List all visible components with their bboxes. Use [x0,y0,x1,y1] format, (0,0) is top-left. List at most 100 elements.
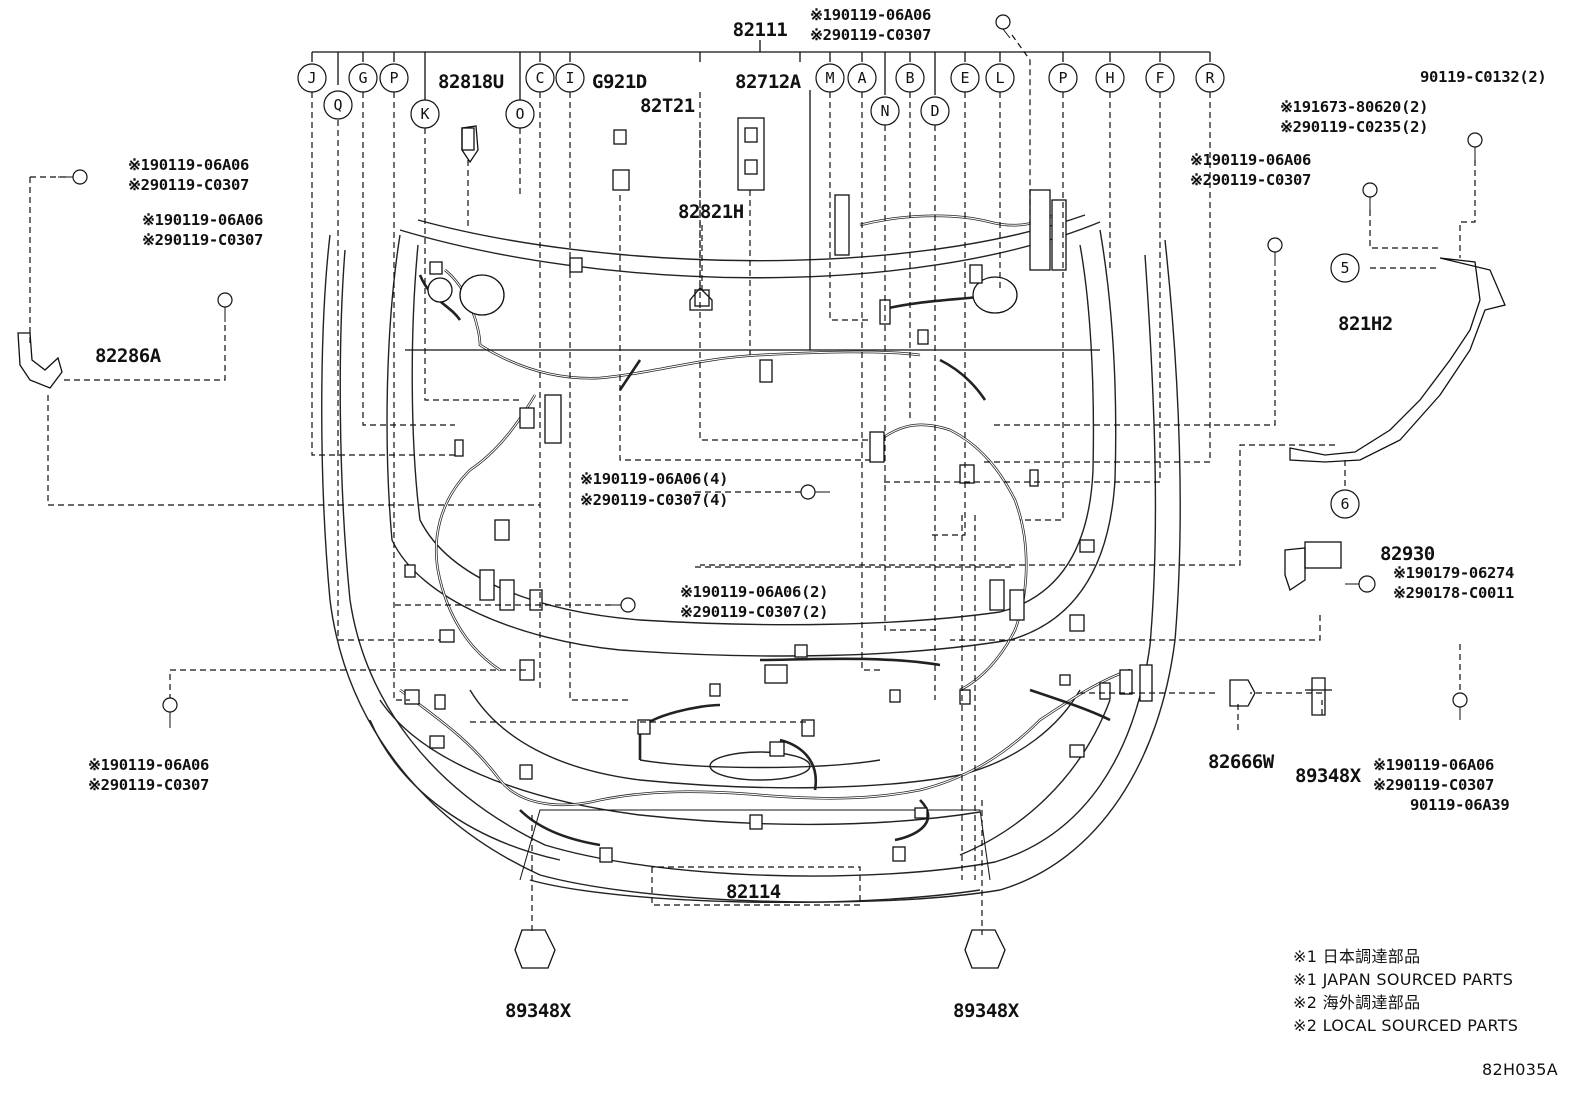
grommet-82821h-shape [689,287,713,311]
legend-line-4: ※2 LOCAL SOURCED PARTS [1293,1016,1518,1035]
circle-letter-b: B [895,63,925,93]
bolt-icon [1467,132,1483,160]
svg-text:A: A [857,69,866,87]
svg-text:F: F [1155,69,1164,87]
clip-89348x-mid-shape [964,929,1006,969]
ref-top-b: ※290119-C0307 [810,26,931,44]
part-number-labels: 82111 82818U G921D 82T21 82712A 82821H 8… [95,19,1435,1022]
callout-6: 6 [1340,495,1349,513]
part-label-821h2: 821H2 [1338,313,1393,335]
svg-text:I: I [565,69,574,87]
circle-letter-m: M [815,63,845,93]
ref-right-a: ※190119-06A06 [1190,151,1311,169]
ref-leftlow-b: ※290119-C0307 [88,776,209,794]
relay-82930-shape [1304,541,1342,569]
ref-leftlow-a: ※190119-06A06 [88,756,209,774]
harness-routing [399,210,1131,847]
ref-center2-a: ※190119-06A06(2) [680,583,828,601]
circle-letter-o: O [505,99,535,129]
ref-left1-b: ※290119-C0307 [128,176,249,194]
circle-letter-a: A [847,63,877,93]
circle-letter-badges: J Q G P K O C I M A N B D E L P H F R [297,63,1225,129]
connector-blocks [404,117,1153,863]
circle-letter-k: K [410,99,440,129]
bolt-icons [58,14,1483,728]
svg-text:K: K [420,105,429,123]
part-label-g921d: G921D [592,71,647,93]
circle-letter-q: Q [323,90,353,120]
part-label-89348x-mid: 89348X [953,1000,1020,1022]
ref-left2-b: ※290119-C0307 [142,231,263,249]
ref-82930-a: ※190179-06274 [1393,564,1514,582]
ref-rightlow-a: ※190119-06A06 [1373,756,1494,774]
part-label-82111: 82111 [733,19,788,41]
svg-text:R: R [1205,69,1215,87]
part-label-82712a: 82712A [735,71,802,93]
part-label-82t21: 82T21 [640,95,695,117]
vehicle-body-outline [321,214,1181,904]
clip-82666w-shape [1229,679,1256,707]
ref-center2-b: ※290119-C0307(2) [680,603,828,621]
circle-letter-d: D [920,96,950,126]
leader-lines [29,34,1476,935]
ref-center4-a: ※190119-06A06(4) [580,470,728,488]
legend-line-3: ※2 海外調達部品 [1293,993,1420,1012]
circle-letter-e: E [950,63,980,93]
svg-text:B: B [905,69,914,87]
svg-text:N: N [880,102,889,120]
bolt-icon [995,14,1011,39]
svg-text:P: P [1058,69,1067,87]
figure-code: 82H035A [1482,1060,1558,1079]
bolt-icon [1452,692,1468,720]
svg-text:M: M [825,69,834,87]
ref-left1-a: ※190119-06A06 [128,156,249,174]
circle-letter-g: G [348,63,378,93]
circle-letter-p: P [379,63,409,93]
svg-text:C: C [535,69,544,87]
ref-left2-a: ※190119-06A06 [142,211,263,229]
bolt-icon [58,169,88,185]
bolt-icon [800,484,830,500]
ref-center4-b: ※290119-C0307(4) [580,491,728,509]
callout-5: 5 [1340,259,1349,277]
bolt-icon [217,292,233,322]
part-label-82114: 82114 [726,881,781,903]
sensor-82818u-shape [461,125,479,164]
part-label-82666w: 82666W [1208,751,1275,773]
circle-letter-f: F [1145,63,1175,93]
svg-text:Q: Q [333,96,342,114]
ref-right-b: ※290119-C0307 [1190,171,1311,189]
part-label-82821h: 82821H [678,201,744,223]
bolt-icon [1267,237,1283,266]
bolt-icon [1362,182,1378,210]
svg-text:D: D [930,102,939,120]
legend-line-2: ※1 JAPAN SOURCED PARTS [1293,970,1513,989]
svg-text:P: P [389,69,398,87]
ref-bracket-b: ※191673-80620(2) [1280,98,1428,116]
ref-bracket-a: 90119-C0132(2) [1420,68,1546,86]
circle-letter-h: H [1095,63,1125,93]
legend-line-1: ※1 日本調達部品 [1293,947,1420,966]
circle-letter-c: C [525,63,555,93]
part-label-82286a: 82286A [95,345,162,367]
ref-bracket-c: ※290119-C0235(2) [1280,118,1428,136]
svg-text:L: L [995,69,1004,87]
clip-89348x-right-shape [1305,677,1332,716]
bracket-82286a-shape [17,332,63,389]
part-label-82930: 82930 [1380,543,1435,565]
bolt-reference-labels: ※190119-06A06 ※290119-C0307 ※190119-06A0… [88,6,1547,814]
bolt-icon [162,697,178,728]
circle-letter-j: J [297,63,327,93]
ref-82930-b: ※290178-C0011 [1393,584,1514,602]
circle-letter-l: L [985,63,1015,93]
circle-letter-p2: P [1048,63,1078,93]
bracket-821h2-shape [1289,257,1506,463]
circle-letter-i: I [555,63,585,93]
svg-text:O: O [515,105,524,123]
svg-text:H: H [1105,69,1114,87]
part-shapes [17,125,1506,969]
legend: ※1 日本調達部品 ※1 JAPAN SOURCED PARTS ※2 海外調達… [1293,947,1518,1035]
circle-letter-n: N [870,96,900,126]
bolt-icon [606,597,636,613]
ref-top-a: ※190119-06A06 [810,6,931,24]
